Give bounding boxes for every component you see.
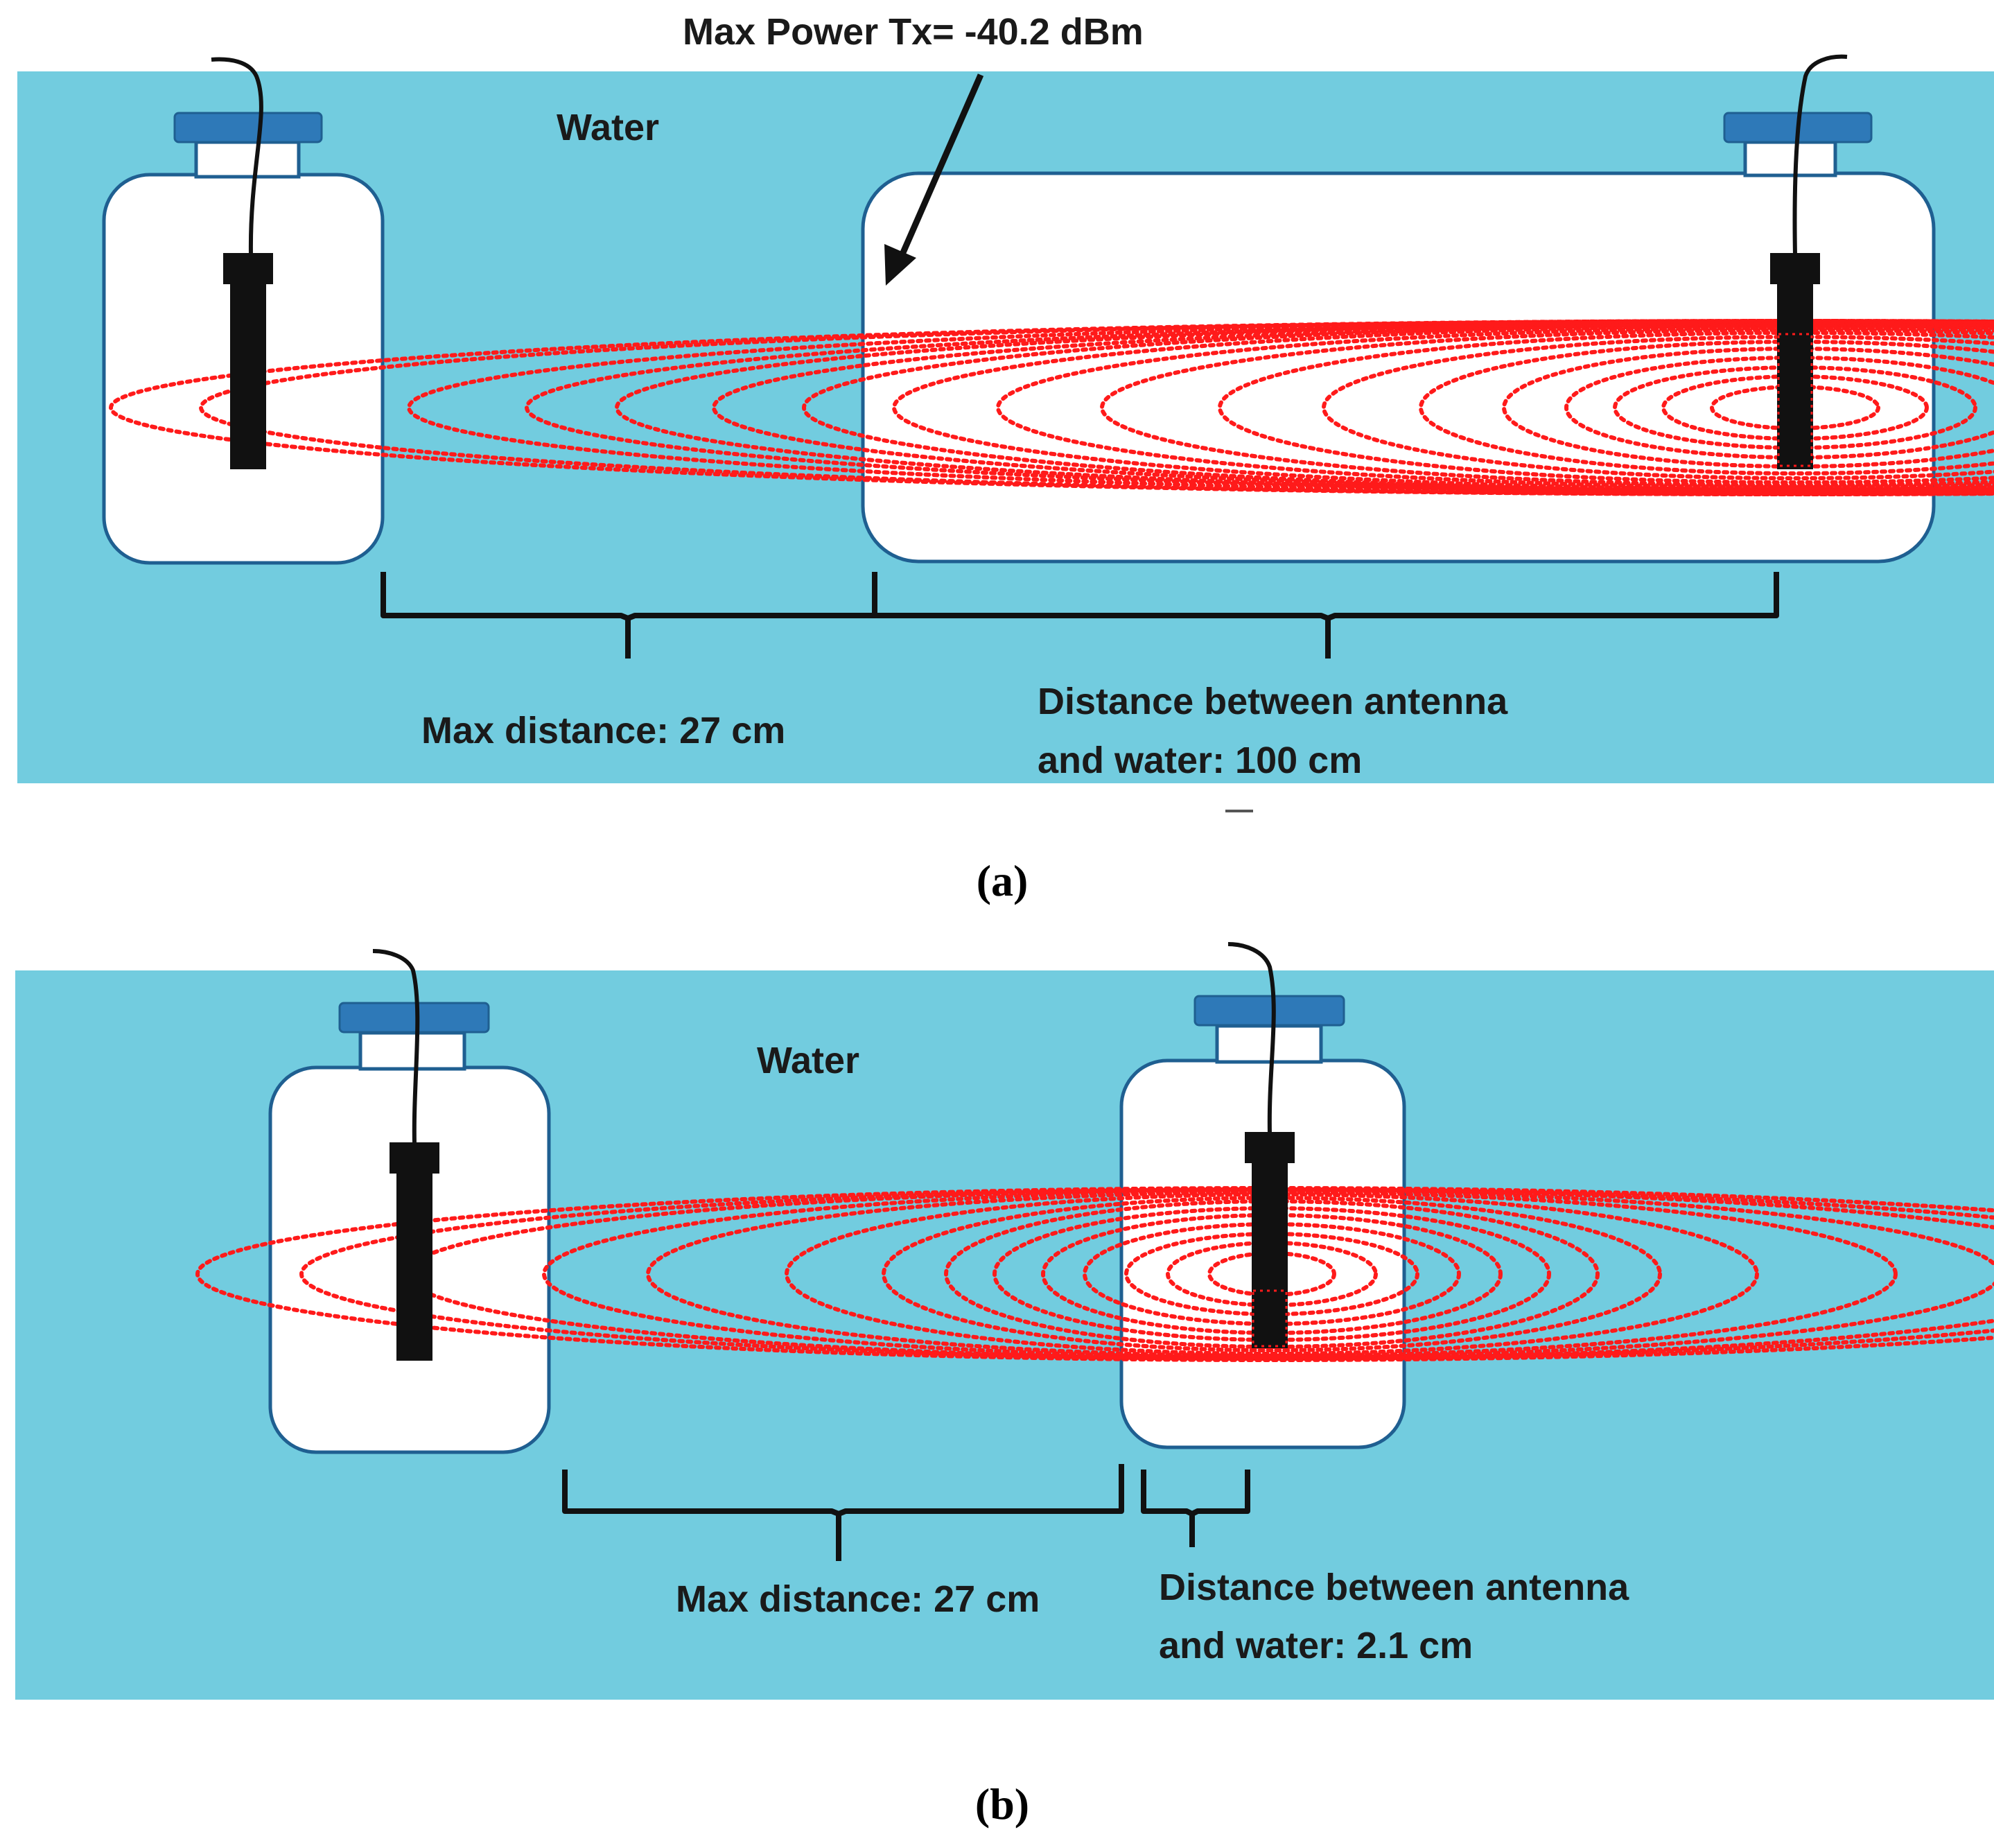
probe-head bbox=[390, 1142, 439, 1174]
probe-grid bbox=[1777, 333, 1813, 467]
field-line bbox=[195, 1186, 1994, 1362]
probe-cable bbox=[211, 57, 263, 256]
bottle-neck bbox=[1215, 1024, 1323, 1064]
power-label: Max Power Tx= -40.2 dBm bbox=[683, 11, 1144, 53]
probe-rod bbox=[230, 281, 266, 469]
antenna-distance-label-b-line2: and water: 2.1 cm bbox=[1159, 1625, 1473, 1666]
container-neck bbox=[1743, 140, 1837, 177]
power-arrow bbox=[884, 73, 984, 286]
arrow-head bbox=[884, 244, 916, 286]
panel-b: Water Max distance: 27 cm Distance betwe… bbox=[15, 942, 1994, 1829]
water-label-b: Water bbox=[757, 1040, 859, 1081]
brace-max-distance-b bbox=[562, 1464, 1124, 1561]
antenna-distance-label-a-line1: Distance between antenna bbox=[1038, 681, 1508, 722]
bottle-neck bbox=[194, 140, 301, 179]
bottle-cap bbox=[173, 112, 323, 143]
probe-rod bbox=[1777, 281, 1813, 469]
bottle-cap bbox=[338, 1002, 490, 1034]
water-label-a: Water bbox=[557, 107, 659, 148]
caption-a: (a) bbox=[977, 856, 1029, 905]
receiver-probe-a bbox=[211, 57, 273, 469]
caption-b: (b) bbox=[975, 1779, 1029, 1829]
probe-head bbox=[1770, 253, 1820, 284]
brace-antenna-distance-b bbox=[1141, 1470, 1250, 1547]
probe-cable bbox=[1227, 942, 1276, 1134]
arrow-shaft bbox=[893, 73, 984, 268]
probe-rod bbox=[1252, 1160, 1288, 1348]
antenna-distance-label-b-line1: Distance between antenna bbox=[1159, 1567, 1629, 1608]
probe-head bbox=[1245, 1132, 1295, 1163]
probe-grid bbox=[1252, 1289, 1288, 1348]
max-distance-label-a: Max distance: 27 cm bbox=[421, 710, 785, 751]
probe-cable bbox=[1792, 54, 1848, 256]
bottle-cap bbox=[1193, 995, 1345, 1027]
transmitter-probe-a bbox=[1770, 54, 1848, 469]
probe-cable bbox=[372, 949, 420, 1144]
max-distance-label-b: Max distance: 27 cm bbox=[676, 1578, 1040, 1620]
probe-rod bbox=[396, 1170, 432, 1361]
bottle-neck bbox=[358, 1031, 466, 1071]
brace-antenna-distance-a bbox=[872, 572, 1779, 659]
probe-head bbox=[223, 253, 273, 284]
antenna-distance-label-a-line2: and water: 100 cm bbox=[1038, 740, 1362, 781]
receiver-probe-b bbox=[372, 949, 439, 1361]
panel-a: Water Max Power Tx= -40.2 dBm Max distan… bbox=[17, 11, 1994, 905]
transmitter-probe-b bbox=[1227, 942, 1295, 1348]
